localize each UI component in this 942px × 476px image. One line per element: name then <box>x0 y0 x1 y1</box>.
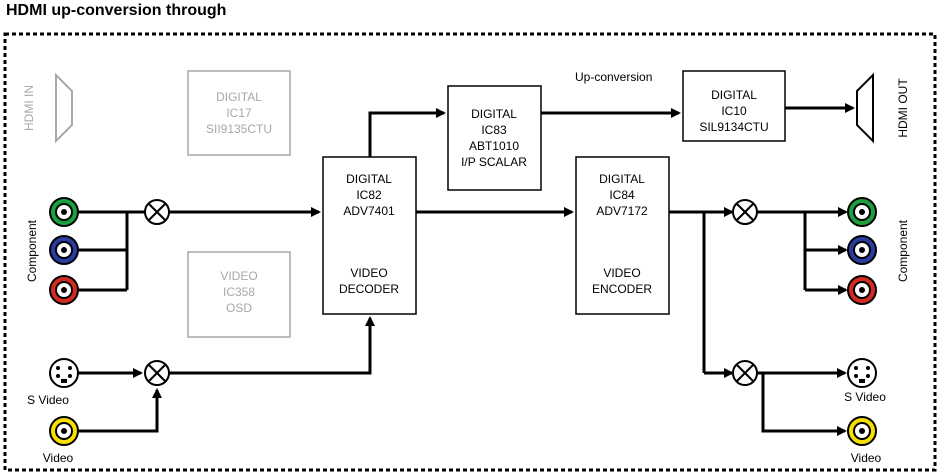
mixer-component-out-icon <box>732 199 758 225</box>
video-out-jack-icon <box>847 416 877 446</box>
video-out-label: Video <box>851 451 882 465</box>
component-out-red-jack-icon <box>847 275 877 305</box>
ic10-line-2: IC10 <box>721 104 747 118</box>
up-conversion-label: Up-conversion <box>575 70 652 84</box>
svideo-in-jack-icon <box>49 358 79 388</box>
ic83-line-2: IC83 <box>481 123 507 137</box>
ic10-line-1: DIGITAL <box>711 88 757 102</box>
ic84-line-1: DIGITAL <box>599 172 645 186</box>
video-in-label: Video <box>43 451 74 465</box>
component-out-blue-jack-icon <box>847 235 877 265</box>
ic82-line-2: IC82 <box>356 188 382 202</box>
component-in-green-jack-icon <box>49 197 79 227</box>
ic82-line-3: ADV7401 <box>343 204 395 218</box>
svideo-in-label: S Video <box>27 393 69 407</box>
signal-lines <box>78 103 855 436</box>
component-in-red-jack-icon <box>49 275 79 305</box>
mixer-svideo-in-icon <box>144 360 170 386</box>
video-in-jack-icon <box>49 416 79 446</box>
ic358-line-1: VIDEO <box>220 269 257 283</box>
component-out-green-jack-icon <box>847 197 877 227</box>
ic17-block <box>187 70 291 156</box>
ic84-line-3: ADV7172 <box>596 204 648 218</box>
ic84-function-line-1: VIDEO <box>603 266 640 280</box>
ic358-line-3: OSD <box>226 301 252 315</box>
ic82-line-1: DIGITAL <box>346 172 392 186</box>
mixer-component-in-icon <box>144 199 170 225</box>
ic17-line-2: IC17 <box>226 106 252 120</box>
ic83-block <box>447 85 542 191</box>
ic358-line-2: IC358 <box>223 285 255 299</box>
ic82-function-line-1: VIDEO <box>350 266 387 280</box>
ic358-block <box>187 251 291 338</box>
svideo-out-label: S Video <box>844 390 886 404</box>
ic83-line-4: I/P SCALAR <box>461 155 527 169</box>
dotted-frame <box>3 32 937 472</box>
ic10-line-3: SIL9134CTU <box>699 120 768 134</box>
hdmi-out-label: HDMI OUT <box>896 78 910 138</box>
ic84-function-line-2: ENCODER <box>592 282 652 296</box>
ic17-line-1: DIGITAL <box>216 90 262 104</box>
ic84-block <box>575 156 670 315</box>
svideo-out-jack-icon <box>847 358 877 388</box>
hdmi-in-label: HDMI IN <box>22 85 36 131</box>
ic17-line-3: SII9135CTU <box>206 122 272 136</box>
hdmi-in-connector-icon <box>55 72 73 144</box>
ic83-line-1: DIGITAL <box>471 107 517 121</box>
component-out-label: Component <box>896 219 910 282</box>
ic10-block <box>682 70 786 142</box>
ic84-line-2: IC84 <box>609 188 635 202</box>
ic83-line-3: ABT1010 <box>469 139 519 153</box>
diagram-title: HDMI up-conversion through <box>6 2 227 19</box>
hdmi-out-connector-icon <box>856 72 874 144</box>
component-in-blue-jack-icon <box>49 235 79 265</box>
mixer-svideo-out-icon <box>732 360 758 386</box>
ic82-function-line-2: DECODER <box>339 282 399 296</box>
component-in-label: Component <box>25 219 39 282</box>
